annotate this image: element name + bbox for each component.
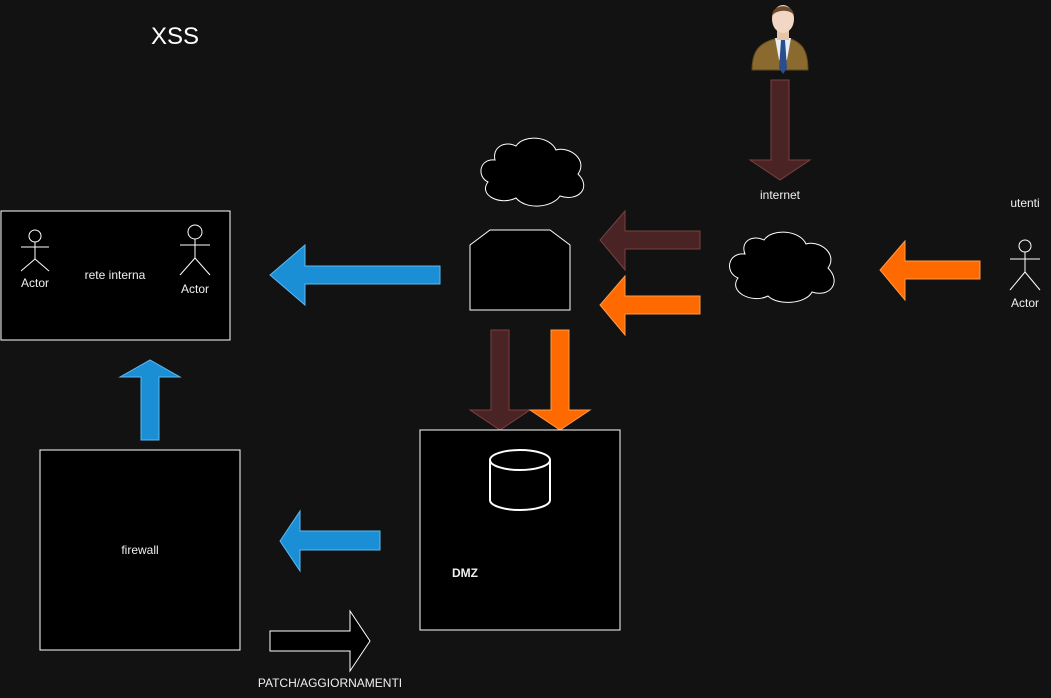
orange-arrow-left-server xyxy=(599,274,701,337)
businessman-icon xyxy=(751,5,809,74)
firewall-box[interactable]: firewall xyxy=(39,449,241,651)
orange-arrow-left-users xyxy=(879,239,981,302)
brown-arrow-down-internet xyxy=(748,79,812,181)
internal-network-box[interactable]: Actor rete interna Actor xyxy=(0,210,231,341)
internet-label: internet xyxy=(760,188,801,202)
actor-label-left: Actor xyxy=(21,276,49,290)
cloud-icon xyxy=(729,231,835,303)
users-label: utenti xyxy=(1010,196,1039,210)
firewall-label: firewall xyxy=(121,543,158,557)
actor-label-right: Actor xyxy=(181,282,209,296)
patch-label: PATCH/AGGIORNAMENTI xyxy=(258,676,402,690)
database-icon xyxy=(489,449,551,511)
actor-icon xyxy=(179,224,211,276)
patch-arrow xyxy=(269,609,371,673)
blue-arrow-left-top xyxy=(269,243,441,307)
users-actor-label: Actor xyxy=(1011,296,1039,310)
dmz-label: DMZ xyxy=(452,566,478,580)
actor-icon xyxy=(20,229,50,272)
brown-arrow-down-dmz xyxy=(468,329,532,431)
blue-arrow-up xyxy=(118,359,182,441)
blue-arrow-left-bottom xyxy=(279,509,381,573)
internal-network-label: rete interna xyxy=(85,268,146,282)
brown-arrow-left xyxy=(599,209,701,272)
diagram-title: XSS xyxy=(151,23,199,50)
dmz-box[interactable]: DMZ xyxy=(419,429,621,631)
actor-icon xyxy=(1009,239,1041,291)
orange-arrow-down-dmz xyxy=(528,329,592,431)
cloud-icon xyxy=(480,137,585,207)
server-icon[interactable] xyxy=(469,229,571,311)
